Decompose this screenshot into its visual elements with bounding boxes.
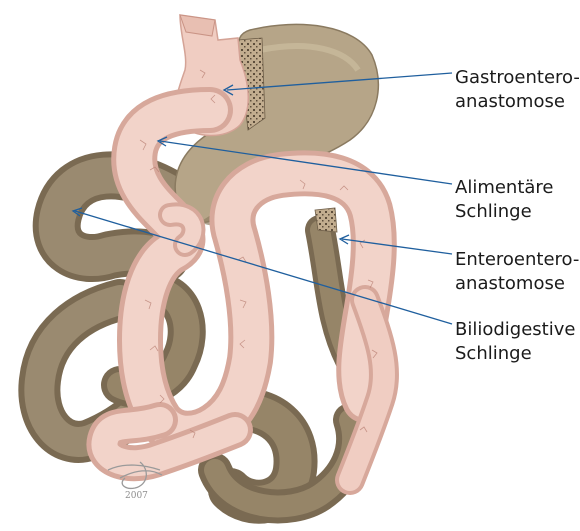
label-gastroentero-line2: anastomose <box>455 90 580 114</box>
label-biliodigestive-line1: Biliodigestive <box>455 318 575 342</box>
label-gastroenteroanastomose: Gastroentero- anastomose <box>455 66 580 114</box>
signature-year: 2007 <box>125 491 148 501</box>
label-alimentaere-line2: Schlinge <box>455 200 554 224</box>
label-gastroentero-line1: Gastroentero- <box>455 66 580 90</box>
label-alimentaere-schlinge: Alimentäre Schlinge <box>455 176 554 224</box>
label-enteroenteroanastomose: Enteroentero- anastomose <box>455 248 579 296</box>
label-biliodigestive-schlinge: Biliodigestive Schlinge <box>455 318 575 366</box>
label-alimentaere-line1: Alimentäre <box>455 176 554 200</box>
label-enteroentero-line2: anastomose <box>455 272 579 296</box>
label-enteroentero-line1: Enteroentero- <box>455 248 579 272</box>
label-biliodigestive-line2: Schlinge <box>455 342 575 366</box>
